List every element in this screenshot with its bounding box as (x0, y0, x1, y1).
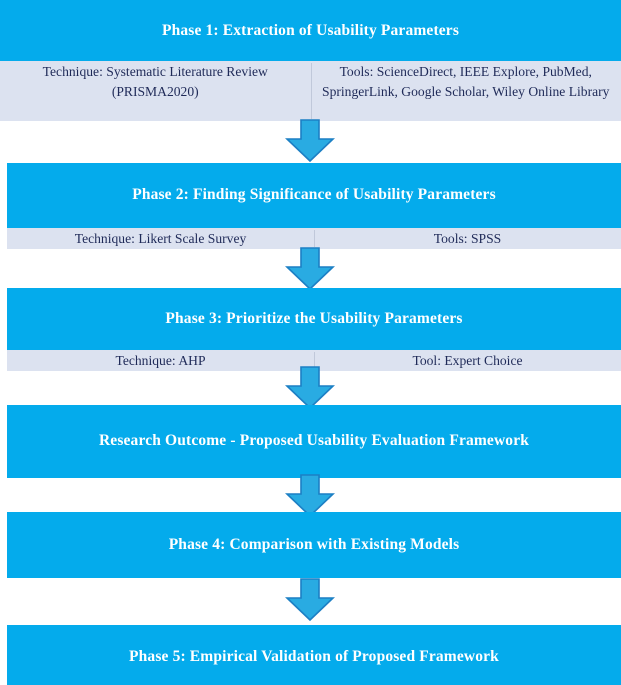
phase-1-technique-label: Technique: Systematic Literature Review … (42, 64, 268, 99)
phase-5-box: Phase 5: Empirical Validation of Propose… (7, 625, 621, 685)
arrow-down-icon-2 (285, 247, 335, 291)
arrow-down-shape-1 (285, 119, 335, 163)
phase-2-tools-label: Tools: SPSS (433, 231, 502, 246)
phase-1-detail-strip: Technique: Systematic Literature Review … (0, 61, 621, 121)
research-outcome-title: Research Outcome - Proposed Usability Ev… (98, 432, 530, 449)
arrow-down-icon-4 (285, 474, 335, 518)
phase-1-title: Phase 1: Extraction of Usability Paramet… (161, 22, 459, 39)
phase-3-box: Phase 3: Prioritize the Usability Parame… (7, 288, 621, 350)
phase-4-title: Phase 4: Comparison with Existing Models (168, 536, 460, 553)
phase-3-technique-label: Technique: AHP (115, 353, 206, 368)
phase-3-technique-cell: Technique: AHP (7, 350, 314, 371)
arrow-down-shape-5 (285, 578, 335, 622)
phase-1-detail-divider (310, 63, 312, 119)
phase-1-box: Phase 1: Extraction of Usability Paramet… (0, 0, 621, 61)
phase-3-detail-divider (314, 352, 315, 369)
phase-2-detail-strip: Technique: Likert Scale Survey Tools: SP… (7, 228, 621, 249)
phase-3-title: Phase 3: Prioritize the Usability Parame… (165, 310, 463, 327)
phase-3-detail-strip: Technique: AHP Tool: Expert Choice (7, 350, 621, 371)
phase-1-tools-label: Tools: ScienceDirect, IEEE Explore, PubM… (322, 64, 610, 99)
phase-2-technique-label: Technique: Likert Scale Survey (74, 231, 247, 246)
arrow-down-icon-3 (285, 366, 335, 410)
arrow-down-shape-2 (285, 247, 335, 291)
phase-1-technique-cell: Technique: Systematic Literature Review … (0, 61, 311, 121)
phase-2-title: Phase 2: Finding Significance of Usabili… (132, 186, 496, 203)
phase-2-box: Phase 2: Finding Significance of Usabili… (7, 163, 621, 228)
arrow-down-shape-4 (285, 474, 335, 518)
phase-2-technique-cell: Technique: Likert Scale Survey (7, 228, 314, 249)
phase-5-title: Phase 5: Empirical Validation of Propose… (129, 648, 499, 665)
phase-2-tools-cell: Tools: SPSS (314, 228, 621, 249)
phase-3-tool-cell: Tool: Expert Choice (314, 350, 621, 371)
phase-3-tool-label: Tool: Expert Choice (412, 353, 523, 368)
phase-4-box: Phase 4: Comparison with Existing Models (7, 512, 621, 578)
arrow-down-shape-3 (285, 366, 335, 410)
phase-2-detail-divider (314, 230, 315, 247)
arrow-down-icon-5 (285, 578, 335, 622)
phase-1-tools-cell: Tools: ScienceDirect, IEEE Explore, PubM… (311, 61, 621, 121)
research-outcome-box: Research Outcome - Proposed Usability Ev… (7, 405, 621, 478)
arrow-down-icon-1 (285, 119, 335, 163)
